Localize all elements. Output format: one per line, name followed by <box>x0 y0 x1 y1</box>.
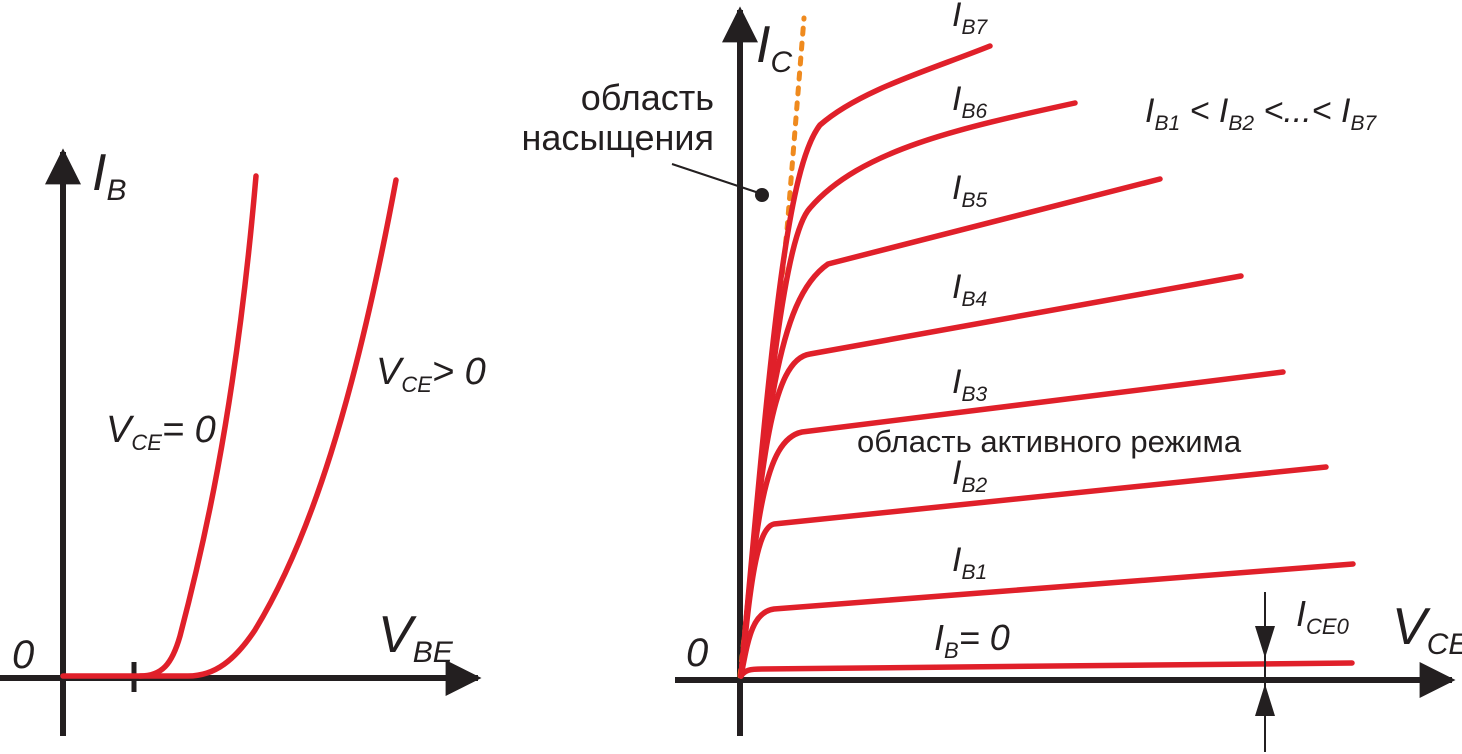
curve-label-ib3: IB3 <box>952 363 987 406</box>
ic-axis-label: IC <box>756 16 792 79</box>
left-origin-label: 0 <box>12 633 34 677</box>
curve-vce-positive <box>137 177 399 679</box>
right-origin-label: 0 <box>686 631 708 675</box>
curve-label-vce-zero: VCE= 0 <box>106 409 216 455</box>
saturation-leader-dot <box>755 188 769 202</box>
active-region-label: область активного режима <box>857 424 1242 459</box>
ib-ordering-note: IB1 < IB2 <...< IB7 <box>1145 92 1377 135</box>
saturation-label-line2: насыщения <box>522 117 715 158</box>
curve-ib1 <box>738 561 1356 679</box>
curve-vce-zero <box>60 173 259 679</box>
curve-label-ib1: IB1 <box>952 541 987 584</box>
curve-label-ib6: IB6 <box>952 80 987 123</box>
curve-ib7 <box>738 43 993 679</box>
ice0-arrow-up <box>1255 684 1275 716</box>
vbe-axis-label: VBE <box>378 606 454 669</box>
curve-label-ib5: IB5 <box>952 169 987 212</box>
ice0-arrow-down <box>1255 626 1275 658</box>
output-characteristic-chart: область насыщения область активного режи… <box>522 0 1462 752</box>
curve-ib4 <box>738 273 1244 679</box>
curve-ib3 <box>738 369 1286 679</box>
saturation-label-line1: область <box>581 77 714 118</box>
curve-label-ib2: IB2 <box>952 454 987 497</box>
vce-axis-label: VCE <box>1392 598 1462 661</box>
ice0-label: ICE0 <box>1296 593 1350 639</box>
input-characteristic-chart: IB VBE 0 VCE= 0 VCE> 0 <box>0 144 486 736</box>
ib-axis-label: IB <box>92 144 126 207</box>
curve-label-ib7: IB7 <box>952 0 988 39</box>
curve-label-vce-positive: VCE> 0 <box>376 351 486 397</box>
curve-ib0 <box>738 660 1355 679</box>
saturation-leader-line <box>671 163 763 195</box>
curve-label-ib4: IB4 <box>952 268 987 311</box>
ib-zero-label: IB= 0 <box>934 617 1010 663</box>
